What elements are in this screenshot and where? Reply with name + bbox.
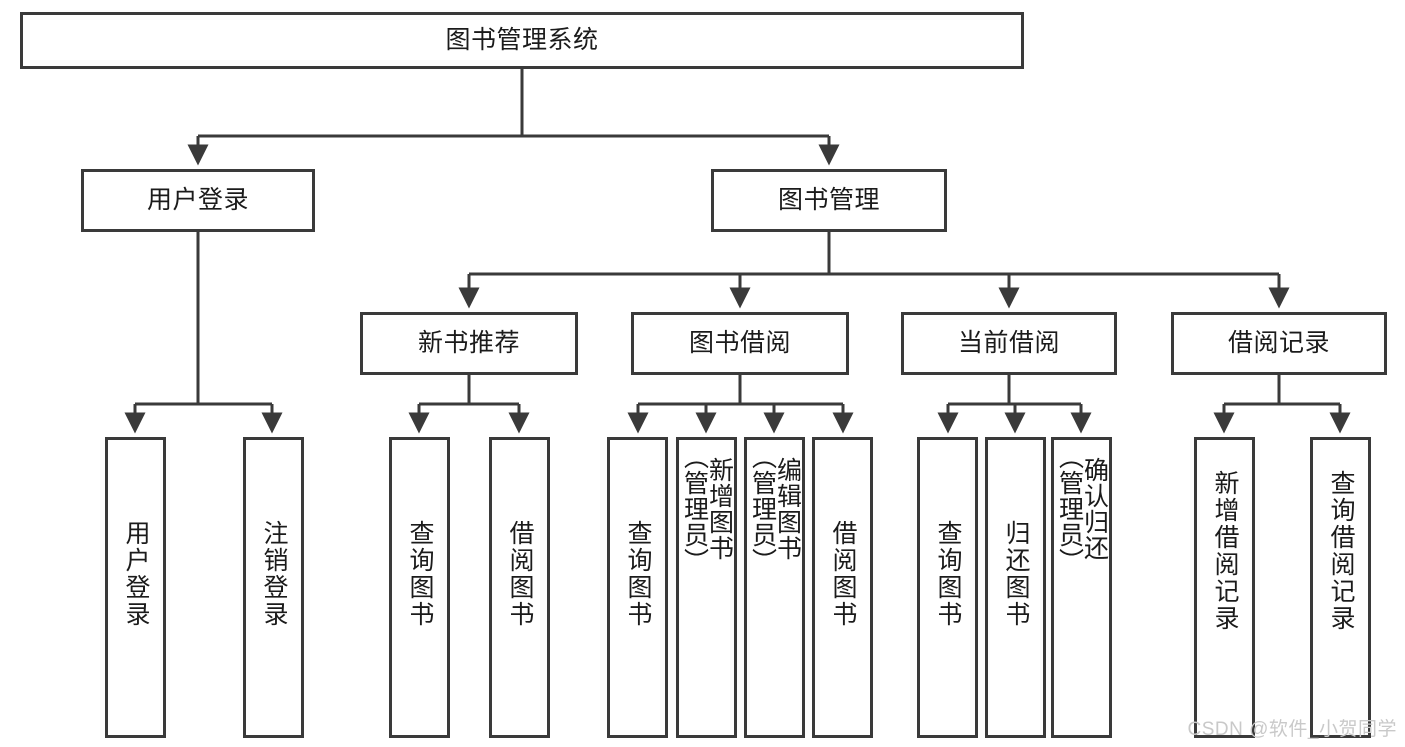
node-user-login[interactable]: 用户登录 xyxy=(81,169,315,232)
node-leaf-borrow-book-a-label: 借阅图书 xyxy=(506,520,534,628)
csdn-watermark: CSDN @软件_小贺同学 xyxy=(1187,719,1397,740)
node-book-borrow[interactable]: 图书借阅 xyxy=(631,312,849,375)
node-leaf-query-book-a[interactable]: 查询图书 xyxy=(389,437,450,738)
node-book-manage-label: 图书管理 xyxy=(777,185,880,214)
node-leaf-user-login-label: 用户登录 xyxy=(122,520,150,628)
node-borrow-record-label: 借阅记录 xyxy=(1227,328,1330,357)
node-leaf-query-record[interactable]: 查询借阅记录 xyxy=(1310,437,1371,738)
node-current-borrow-label: 当前借阅 xyxy=(957,328,1060,357)
node-leaf-add-book-label: 新增图书 （管理员） xyxy=(680,444,734,574)
node-leaf-query-record-label: 查询借阅记录 xyxy=(1327,470,1355,632)
node-leaf-borrow-book-b[interactable]: 借阅图书 xyxy=(812,437,873,738)
node-leaf-confirm-return[interactable]: 确认归还 （管理员） xyxy=(1051,437,1112,738)
node-leaf-query-book-b-label: 查询图书 xyxy=(624,520,652,628)
node-leaf-user-login[interactable]: 用户登录 xyxy=(105,437,166,738)
node-leaf-add-record[interactable]: 新增借阅记录 xyxy=(1194,437,1255,738)
node-leaf-confirm-return-label: 确认归还 （管理员） xyxy=(1055,444,1109,574)
node-leaf-add-record-label: 新增借阅记录 xyxy=(1211,470,1239,632)
node-leaf-user-logout[interactable]: 注销登录 xyxy=(243,437,304,738)
node-root-label: 图书管理系统 xyxy=(445,25,599,54)
node-user-login-label: 用户登录 xyxy=(146,185,249,214)
node-leaf-edit-book-label: 编辑图书 （管理员） xyxy=(748,444,802,574)
node-leaf-return-book[interactable]: 归还图书 xyxy=(985,437,1046,738)
node-leaf-borrow-book-b-label: 借阅图书 xyxy=(829,520,857,628)
node-current-borrow[interactable]: 当前借阅 xyxy=(901,312,1117,375)
node-leaf-query-book-c-label: 查询图书 xyxy=(934,520,962,628)
node-new-book-recommend-label: 新书推荐 xyxy=(417,328,520,357)
node-leaf-edit-book[interactable]: 编辑图书 （管理员） xyxy=(744,437,805,738)
node-new-book-recommend[interactable]: 新书推荐 xyxy=(360,312,578,375)
node-leaf-query-book-b[interactable]: 查询图书 xyxy=(607,437,668,738)
node-book-manage[interactable]: 图书管理 xyxy=(711,169,947,232)
node-leaf-query-book-a-label: 查询图书 xyxy=(406,520,434,628)
node-leaf-user-logout-label: 注销登录 xyxy=(260,520,288,628)
node-leaf-query-book-c[interactable]: 查询图书 xyxy=(917,437,978,738)
node-leaf-add-book[interactable]: 新增图书 （管理员） xyxy=(676,437,737,738)
node-leaf-return-book-label: 归还图书 xyxy=(1002,520,1030,628)
node-root[interactable]: 图书管理系统 xyxy=(20,12,1024,69)
node-borrow-record[interactable]: 借阅记录 xyxy=(1171,312,1387,375)
node-book-borrow-label: 图书借阅 xyxy=(688,328,791,357)
node-leaf-borrow-book-a[interactable]: 借阅图书 xyxy=(489,437,550,738)
